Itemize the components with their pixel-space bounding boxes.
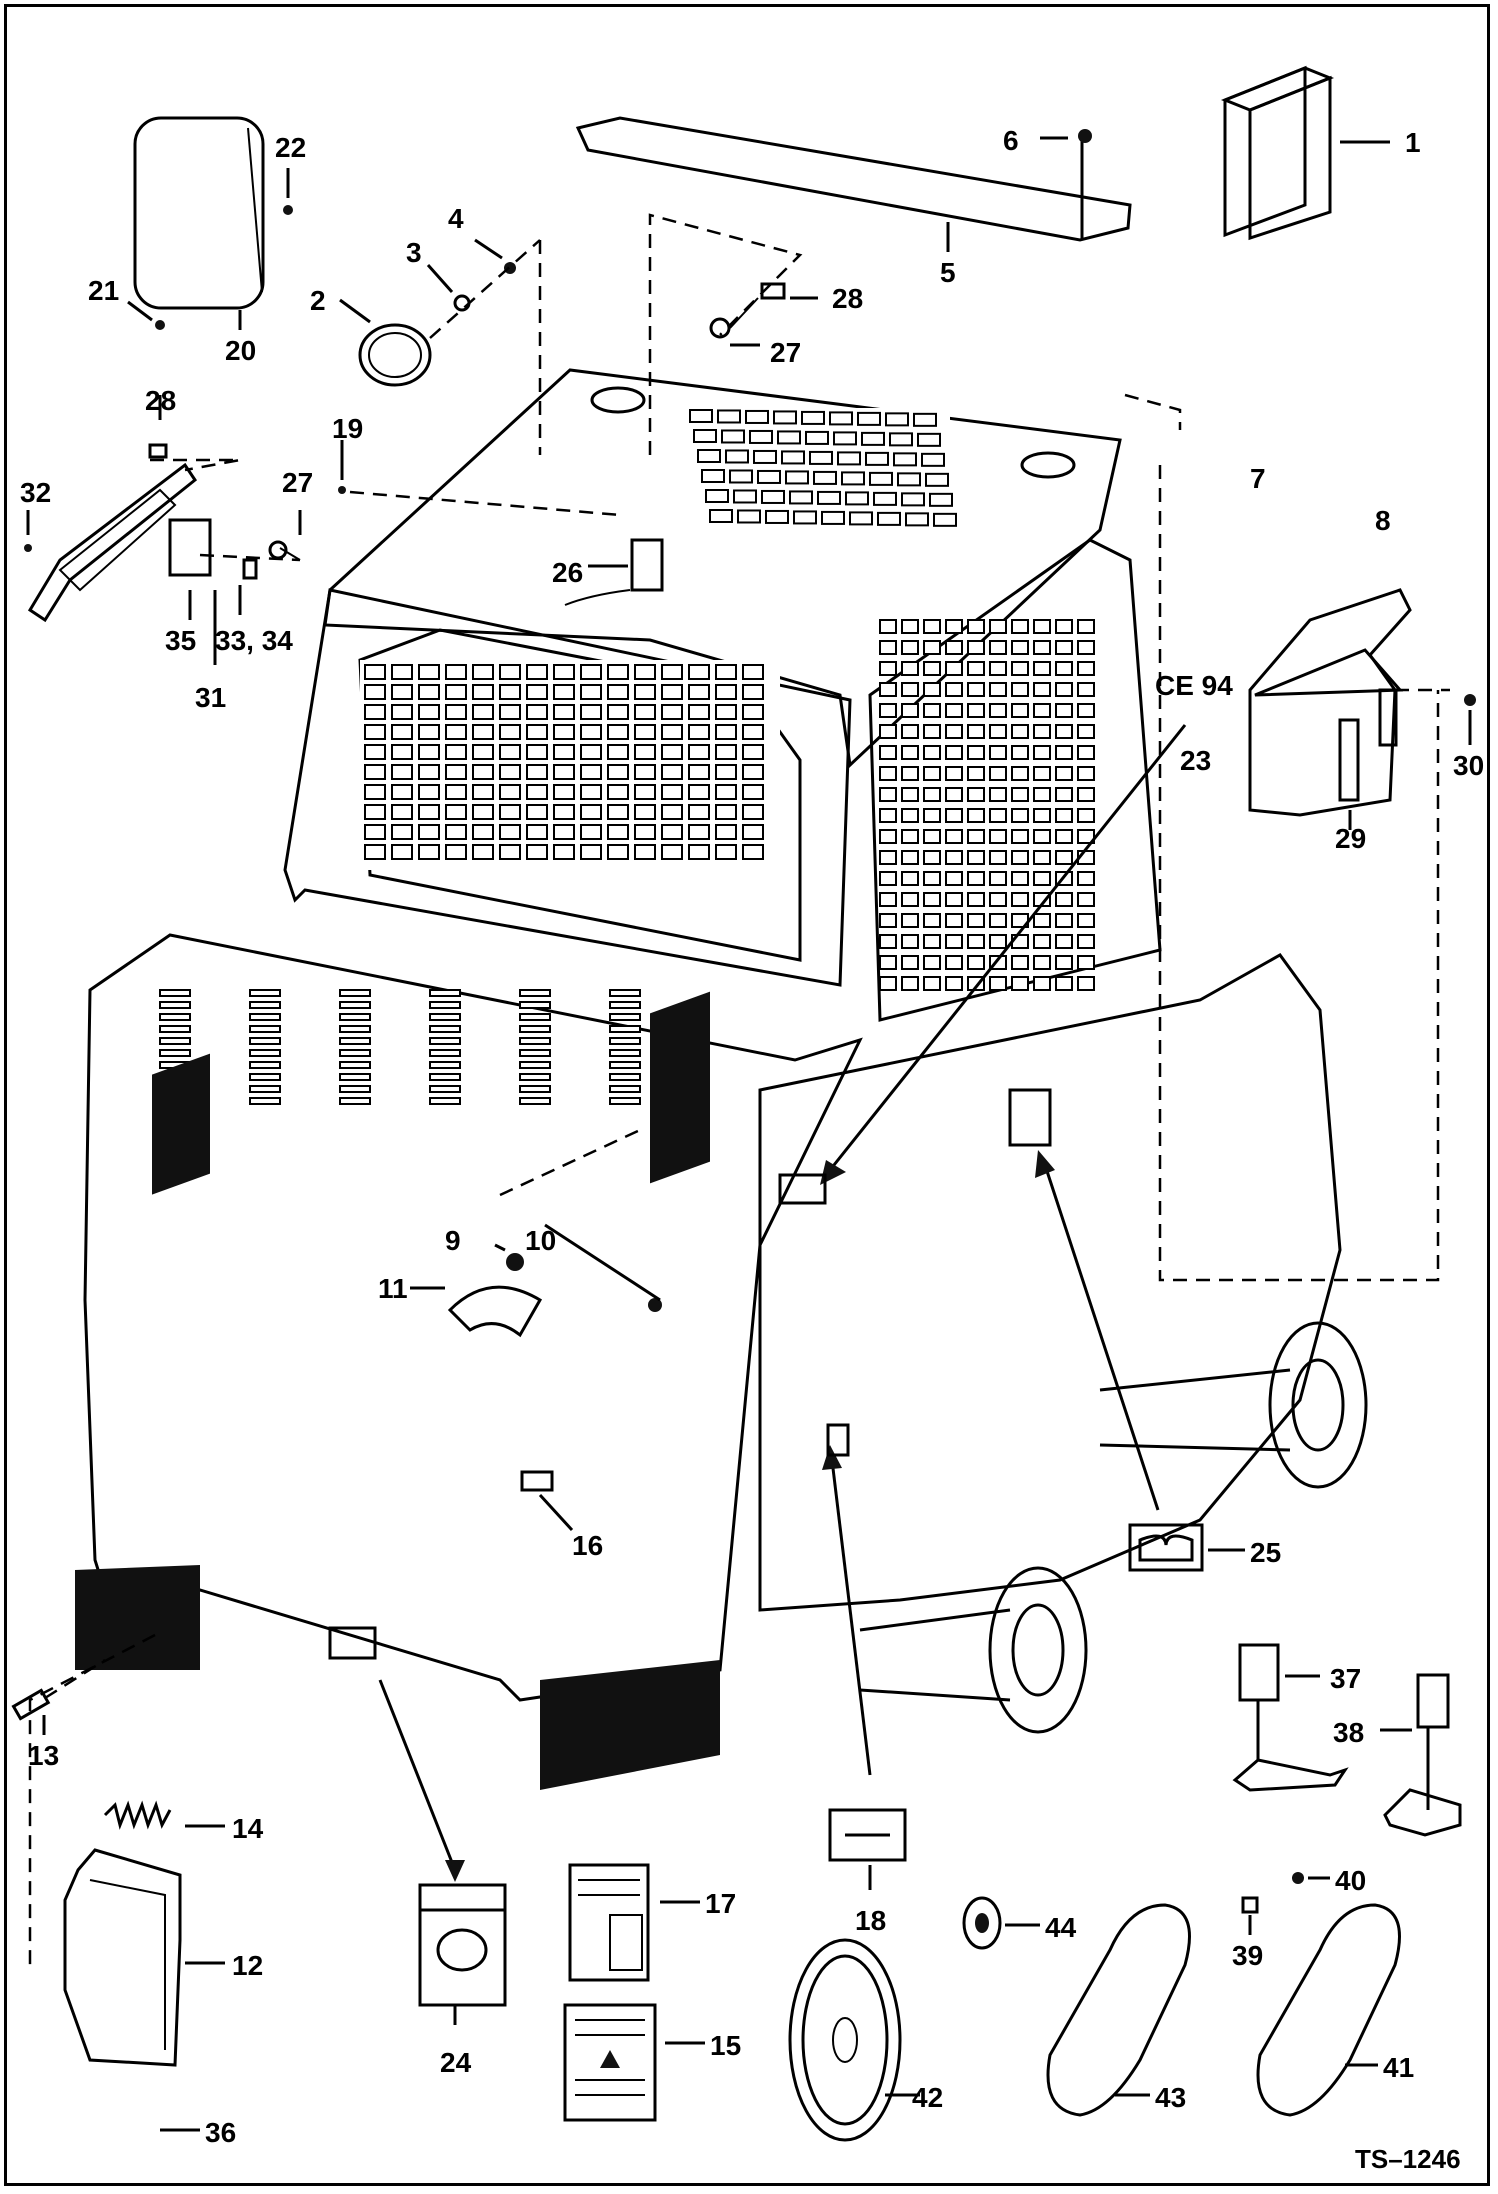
callout-14: 14 <box>232 1813 264 1844</box>
callout-43: 43 <box>1155 2082 1186 2113</box>
reference-code: TS–1246 <box>1355 2144 1461 2174</box>
part-29-box <box>1248 588 1476 830</box>
part-35-bracket <box>24 395 302 665</box>
callout-27-top: 27 <box>770 337 801 368</box>
decal-18 <box>822 1423 907 1890</box>
callout-16: 16 <box>572 1530 603 1561</box>
decal-15 <box>563 2003 705 2122</box>
part-5-plate <box>575 116 1132 252</box>
part-14-spring <box>103 1800 225 1830</box>
part-37-pedal <box>1232 1643 1349 1792</box>
callout-19: 19 <box>332 413 363 444</box>
callout-7: 7 <box>1250 463 1266 494</box>
callout-13: 13 <box>28 1740 59 1771</box>
callout-44: 44 <box>1045 1912 1077 1943</box>
callout-6: 6 <box>1003 125 1019 156</box>
loader-frame <box>28 368 1450 1970</box>
callout-28-top: 28 <box>832 283 863 314</box>
callout-26: 26 <box>552 557 583 588</box>
callout-12: 12 <box>232 1950 263 1981</box>
callout-15: 15 <box>710 2030 741 2061</box>
part-39-40-44 <box>962 1872 1330 1950</box>
callout-8: 8 <box>1375 505 1391 536</box>
callout-38: 38 <box>1333 1717 1364 1748</box>
part-13-bolt <box>11 1658 106 1735</box>
callout-30: 30 <box>1453 750 1484 781</box>
diagram-frame <box>4 4 1490 2186</box>
callout-4: 4 <box>448 203 464 234</box>
callout-37: 37 <box>1330 1663 1361 1694</box>
ce-mark-label: CE 94 <box>1155 670 1233 701</box>
callout-35: 35 <box>165 625 196 656</box>
part-43-belt <box>1046 1903 1191 2117</box>
callout-22: 22 <box>275 132 306 163</box>
callout-9: 9 <box>445 1225 461 1256</box>
part-2-cap <box>339 238 542 455</box>
callout-23: 23 <box>1180 745 1211 776</box>
callout-31: 31 <box>195 682 226 713</box>
callout-27-left: 27 <box>282 467 313 498</box>
part-19-26 <box>338 440 664 606</box>
part-27-28-top <box>648 213 818 455</box>
callout-39: 39 <box>1232 1940 1263 1971</box>
part-41-belt <box>1256 1903 1401 2117</box>
callout-labels: 1 2 3 4 5 6 7 8 9 10 11 12 13 14 15 16 1… <box>20 125 1484 2174</box>
callout-28-left: 28 <box>145 385 176 416</box>
part-12-bracket <box>63 1848 225 2132</box>
roof-grille <box>689 408 957 548</box>
callout-10: 10 <box>525 1225 556 1256</box>
callout-17: 17 <box>705 1888 736 1919</box>
callout-41: 41 <box>1383 2052 1414 2083</box>
callout-40: 40 <box>1335 1865 1366 1896</box>
callout-29: 29 <box>1335 823 1366 854</box>
callout-2: 2 <box>310 285 326 316</box>
callout-1: 1 <box>1405 127 1421 158</box>
callout-36: 36 <box>205 2117 236 2148</box>
callout-11: 11 <box>378 1273 408 1304</box>
part-42-pulley <box>788 1938 920 2142</box>
callout-33-34: 33, 34 <box>215 625 293 656</box>
part-38-pedal <box>1380 1673 1462 1837</box>
decal-17 <box>568 1863 700 1982</box>
callout-42: 42 <box>912 2082 943 2113</box>
part-1-box <box>1220 65 1390 241</box>
part-25-manual <box>1008 1088 1245 1572</box>
callout-21: 21 <box>88 275 119 306</box>
callout-20: 20 <box>225 335 256 366</box>
part-9-10-11 <box>410 1223 662 1338</box>
callout-32: 32 <box>20 477 51 508</box>
callout-5: 5 <box>940 257 956 288</box>
callout-3: 3 <box>406 237 422 268</box>
decal-24 <box>328 1626 507 2025</box>
ce-label-arrow <box>778 724 1187 1205</box>
callout-24: 24 <box>440 2047 472 2078</box>
callout-18: 18 <box>855 1905 886 1936</box>
part-16 <box>520 1470 574 1532</box>
part-20-panel <box>127 116 293 330</box>
callout-25: 25 <box>1250 1537 1281 1568</box>
